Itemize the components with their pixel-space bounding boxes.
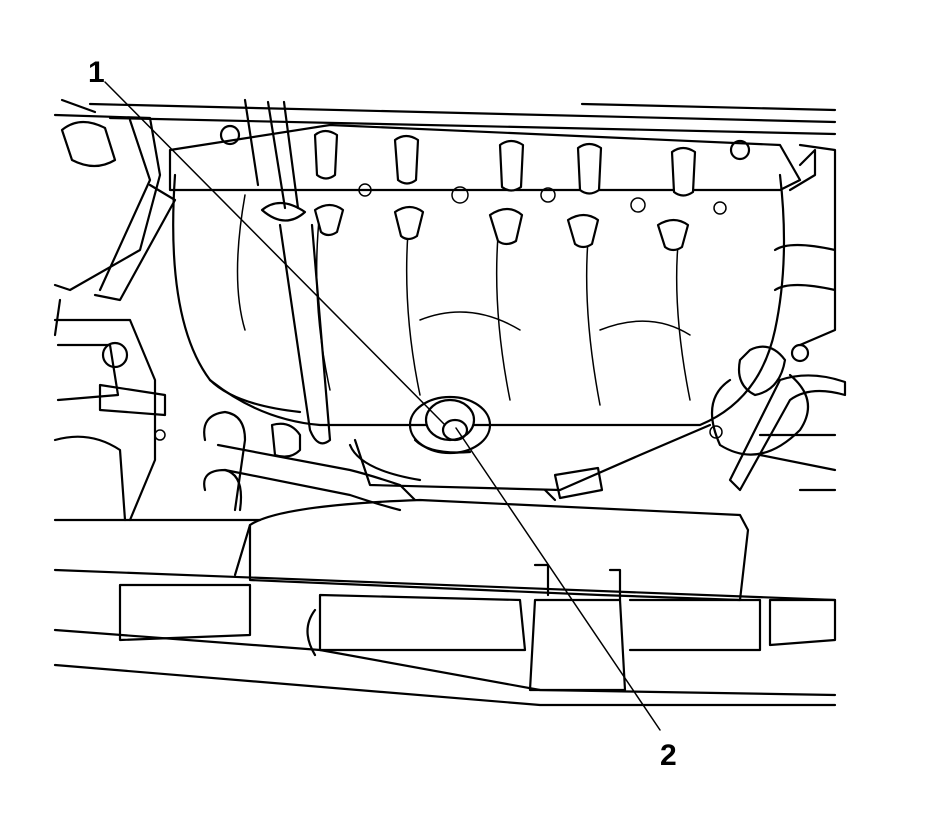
right-side-components xyxy=(709,143,847,492)
callout-leaders xyxy=(104,81,661,731)
left-engine-mount xyxy=(53,113,262,522)
drain-plug-assembly xyxy=(408,395,492,455)
callout-label-1: 1 xyxy=(88,56,105,89)
upper-frame-rail xyxy=(60,98,837,136)
pan-flange-lugs xyxy=(168,123,802,252)
callout-label-2: 2 xyxy=(660,739,677,772)
leader-line-2 xyxy=(455,427,661,731)
dipstick-tube xyxy=(243,98,332,445)
wire-clip xyxy=(543,466,604,502)
front-subframe xyxy=(53,498,837,707)
oil-pan xyxy=(172,173,786,492)
leader-line-1 xyxy=(104,81,446,426)
